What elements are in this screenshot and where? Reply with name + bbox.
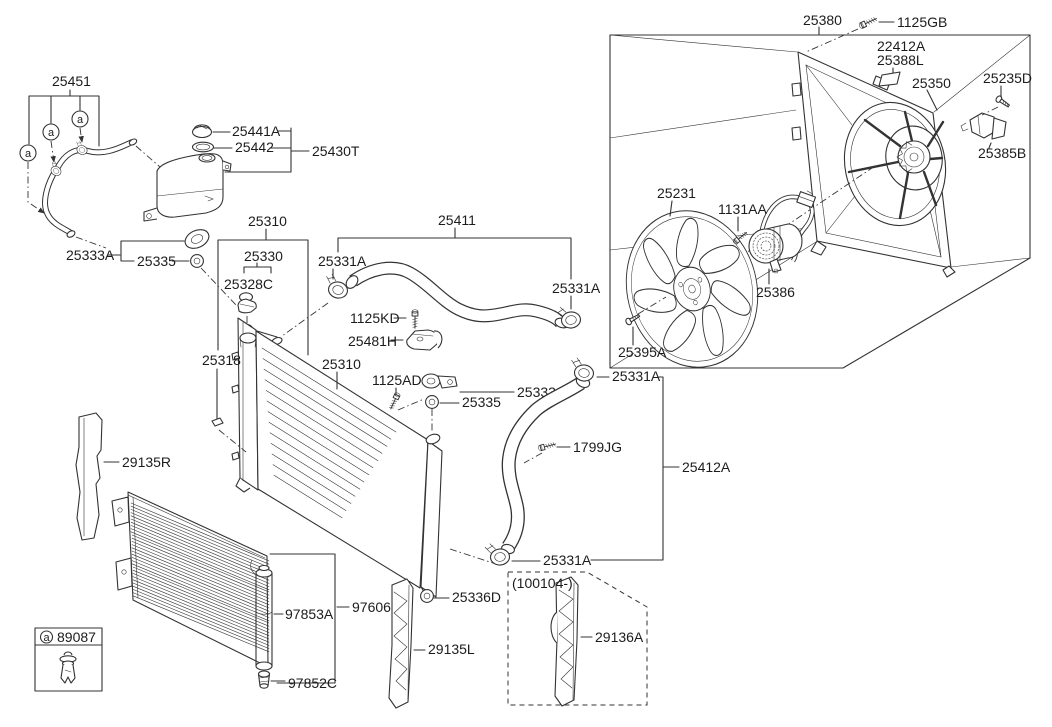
bolt-1125KD-icon (411, 309, 419, 329)
marker-a-text: a (43, 632, 50, 644)
label-1125GB: 1125GB (897, 14, 947, 30)
lower-hose-group: 25331A 1799JG 25412A 25331A (449, 356, 731, 568)
label-25310-radiator: 25310 (322, 356, 361, 372)
label-25395A: 25395A (618, 344, 667, 360)
receiver-drier-drawing (250, 559, 273, 671)
overflow-hose-group: a a a 25451 25333A 25335 (19, 73, 238, 307)
label-25331A: 25331A (612, 368, 661, 384)
label-25442: 25442 (235, 139, 274, 155)
label-25335: 25335 (462, 394, 501, 410)
grommet-icon (425, 395, 439, 409)
air-guard-left-drawing (388, 578, 414, 709)
reservoir-cap-drawing (191, 124, 213, 139)
reservoir-seal-drawing (191, 141, 215, 153)
label-97606: 97606 (352, 599, 391, 615)
bolt-1125AD-icon (387, 391, 402, 411)
label-1125KD: 1125KD (350, 310, 400, 326)
label-25310-assembly: 25310 (248, 213, 287, 229)
reservoir-body-drawing (143, 153, 232, 222)
label-29136A: 29136A (595, 629, 644, 645)
label-29135R: 29135R (122, 454, 171, 470)
label-25481H: 25481H (348, 333, 397, 349)
drier-plug-drawing (257, 670, 271, 689)
label-25430T: 25430T (312, 143, 360, 159)
bolt-1125GB-icon (857, 15, 879, 30)
production-date-box (507, 571, 648, 706)
label-25330: 25330 (244, 248, 283, 264)
outlet-bracket-drawing (421, 373, 458, 389)
drain-grommet-icon (420, 589, 434, 603)
label-1125AD: 1125AD (372, 372, 422, 388)
air-guard-29136A-drawing (550, 576, 579, 707)
mount-gasket-drawing (184, 229, 210, 249)
label-25333A: 25333A (66, 247, 115, 263)
marker-a-text: a (77, 114, 84, 126)
radiator-group: 25310 25330 25328C 25318 25310 1125KD 25… (202, 213, 556, 605)
legend-group: a 89087 (34, 627, 103, 692)
clip-icon (59, 651, 77, 684)
radiator-pin-drawing (211, 417, 224, 427)
mount-bracket-25481H-drawing (406, 329, 443, 351)
fan-shroud-drawing (791, 51, 956, 278)
grommet-icon (190, 254, 204, 268)
air-guard-100104-group: (100104-) 29136A (507, 571, 648, 707)
label-25335: 25335 (137, 253, 176, 269)
bolt-1799JG-icon (537, 440, 557, 452)
label-25388L: 25388L (877, 52, 924, 68)
label-25331A: 25331A (318, 253, 367, 269)
filler-cap-drawing (237, 298, 257, 314)
radiator-left-tank-drawing (231, 317, 283, 493)
hose-clamp-icon (568, 356, 596, 383)
label-25350: 25350 (912, 75, 951, 91)
clip-marker-a (42, 123, 60, 141)
label-25441A: 25441A (232, 123, 281, 139)
radiator-right-tank-drawing (419, 433, 443, 598)
label-25451: 25451 (52, 73, 91, 89)
reservoir-tank-group: 25441A 25442 25430T (143, 123, 360, 222)
label-25386: 25386 (756, 284, 795, 300)
marker-a-text: a (48, 127, 55, 139)
air-guard-right-drawing (75, 412, 103, 541)
hose-clamp-icon (322, 272, 351, 301)
fan-label-sticker (878, 71, 901, 87)
clip-marker-a (39, 630, 54, 644)
label-1799JG: 1799JG (573, 439, 622, 455)
label-25318: 25318 (202, 352, 241, 368)
condenser-group: 29135R 97853A 97606 97852C (75, 412, 391, 691)
label-25328C: 25328C (224, 276, 273, 292)
fan-motor-drawing (748, 190, 817, 274)
radiator-core-drawing (255, 330, 429, 589)
label-25412A: 25412A (682, 459, 731, 475)
label-25231: 25231 (657, 185, 696, 201)
label-1131AA: 1131AA (718, 201, 767, 217)
fan-blade-drawing (625, 210, 759, 368)
air-guard-left-group: 29135L (388, 578, 475, 709)
fan-assembly-outline (609, 34, 1031, 369)
label-22412A: 22412A (877, 38, 926, 54)
label-25336D: 25336D (452, 589, 501, 605)
upper-hose-group: 25411 25331A 25331A (281, 212, 601, 337)
label-89087: 89087 (57, 629, 96, 645)
label-25235D: 25235D (983, 70, 1032, 86)
label-29135L: 29135L (428, 641, 475, 657)
marker-a-text: a (25, 148, 32, 160)
label-100104: (100104-) (512, 575, 573, 591)
fan-assembly-group: 25380 1125GB 22412A 25388L 25350 25235D … (609, 12, 1032, 369)
label-97852C: 97852C (288, 675, 337, 691)
clip-marker-a (19, 144, 37, 162)
label-25385B: 25385B (978, 145, 1026, 161)
label-25331A: 25331A (543, 552, 592, 568)
clip-marker-a (71, 110, 89, 128)
label-97853A: 97853A (285, 606, 334, 622)
label-25380: 25380 (803, 12, 842, 28)
label-25411: 25411 (438, 212, 476, 228)
label-25331A: 25331A (552, 280, 601, 296)
condenser-core-drawing (111, 491, 270, 668)
fan-resistor-drawing (960, 112, 1007, 140)
screw-25235D-icon (994, 94, 1012, 110)
radiator-assembly-bracket (217, 228, 309, 356)
motor-connector (796, 190, 817, 208)
